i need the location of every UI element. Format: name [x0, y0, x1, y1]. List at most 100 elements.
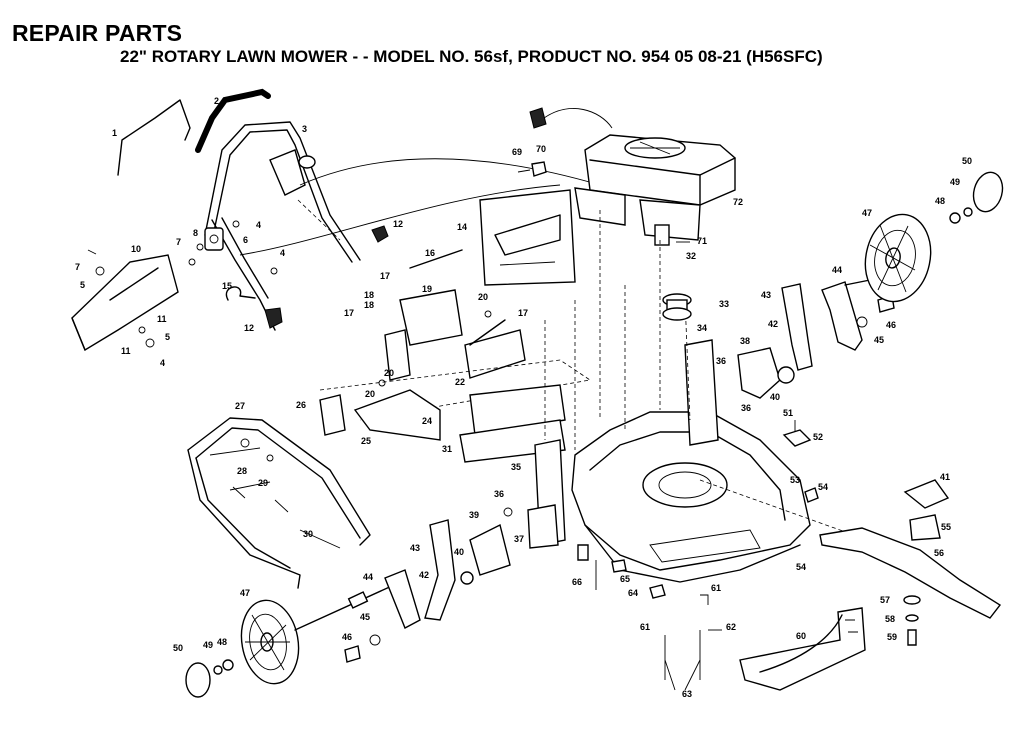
callout: 48 — [217, 637, 227, 647]
callout: 19 — [422, 284, 432, 294]
left-rear-wheel — [185, 507, 513, 698]
callout: 42 — [768, 319, 778, 329]
callout: 3 — [302, 124, 307, 134]
callout: 4 — [160, 358, 165, 368]
callout: 38 — [740, 336, 750, 346]
callout: 29 — [258, 478, 268, 488]
callout: 41 — [940, 472, 950, 482]
callout: 17 — [518, 308, 528, 318]
callout: 18 — [364, 290, 374, 300]
callout: 45 — [360, 612, 370, 622]
right-rear-wheel — [864, 171, 1004, 303]
handle-assembly — [117, 88, 601, 331]
callout: 26 — [296, 400, 306, 410]
callout: 17 — [380, 271, 390, 281]
blade-assembly — [819, 479, 1002, 646]
callout: 5 — [165, 332, 170, 342]
callout: 34 — [697, 323, 707, 333]
callout: 7 — [75, 262, 80, 272]
callout: 20 — [384, 368, 394, 378]
callout: 42 — [419, 570, 429, 580]
callout: 20 — [365, 389, 375, 399]
callout: 11 — [121, 346, 131, 356]
callout: 31 — [442, 444, 452, 454]
callout: 14 — [457, 222, 467, 232]
callout: 20 — [478, 292, 488, 302]
callout: 37 — [514, 534, 524, 544]
page-title: REPAIR PARTS — [12, 20, 183, 46]
callout: 39 — [469, 510, 479, 520]
callout: 16 — [425, 248, 435, 258]
callout: 5 — [80, 280, 85, 290]
callout: 24 — [422, 416, 432, 426]
engine — [517, 107, 736, 246]
callout: 1 — [112, 128, 117, 138]
callout: 43 — [410, 543, 420, 553]
callout: 12 — [244, 323, 254, 333]
callout: 49 — [203, 640, 213, 650]
callout: 46 — [886, 320, 896, 330]
baffle-assembly — [319, 189, 592, 463]
callout: 49 — [950, 177, 960, 187]
callout: 15 — [222, 281, 232, 291]
lower-handle — [187, 417, 371, 589]
callout: 45 — [874, 335, 884, 345]
callout-labels: 1 2 3 4 4 4 5 5 6 7 7 8 10 11 11 12 12 1… — [75, 96, 972, 699]
callout: 61 — [711, 583, 721, 593]
mower-deck — [527, 210, 911, 583]
callout: 22 — [455, 377, 465, 387]
callout: 47 — [240, 588, 250, 598]
callout: 2 — [214, 96, 219, 106]
callout: 48 — [935, 196, 945, 206]
callout: 56 — [934, 548, 944, 558]
callout: 35 — [511, 462, 521, 472]
page-subtitle: 22" ROTARY LAWN MOWER - - MODEL NO. 56sf… — [120, 47, 823, 66]
callout: 55 — [941, 522, 951, 532]
callout: 6 — [243, 235, 248, 245]
callout: 46 — [342, 632, 352, 642]
callout: 8 — [193, 228, 198, 238]
callout: 70 — [536, 144, 546, 154]
callout: 36 — [741, 403, 751, 413]
callout: 72 — [733, 197, 743, 207]
callout: 17 — [344, 308, 354, 318]
callout: 40 — [770, 392, 780, 402]
callout: 4 — [280, 248, 285, 258]
callout: 40 — [454, 547, 464, 557]
callout: 66 — [572, 577, 582, 587]
callout: 52 — [813, 432, 823, 442]
callout: 4 — [256, 220, 261, 230]
callout: 7 — [176, 237, 181, 247]
callout: 57 — [880, 595, 890, 605]
callout: 60 — [796, 631, 806, 641]
callout: 12 — [393, 219, 403, 229]
callout: 47 — [862, 208, 872, 218]
callout: 58 — [885, 614, 895, 624]
callout: 36 — [716, 356, 726, 366]
callout: 53 — [790, 475, 800, 485]
callout: 71 — [697, 236, 707, 246]
callout: 50 — [962, 156, 972, 166]
callout: 25 — [361, 436, 371, 446]
callout: 43 — [761, 290, 771, 300]
callout: 32 — [686, 251, 696, 261]
rear-flap — [71, 249, 179, 352]
callout: 18 — [364, 300, 374, 310]
callout: 33 — [719, 299, 729, 309]
callout: 65 — [620, 574, 630, 584]
callout: 62 — [726, 622, 736, 632]
callout: 69 — [512, 147, 522, 157]
callout: 30 — [303, 529, 313, 539]
callout: 50 — [173, 643, 183, 653]
callout: 51 — [783, 408, 793, 418]
callout: 27 — [235, 401, 245, 411]
callout: 28 — [237, 466, 247, 476]
callout: 36 — [494, 489, 504, 499]
deflector — [577, 544, 866, 691]
callout: 11 — [157, 314, 167, 324]
callout: 63 — [682, 689, 692, 699]
callout: 44 — [832, 265, 842, 275]
callout: 54 — [796, 562, 806, 572]
callout: 59 — [887, 632, 897, 642]
